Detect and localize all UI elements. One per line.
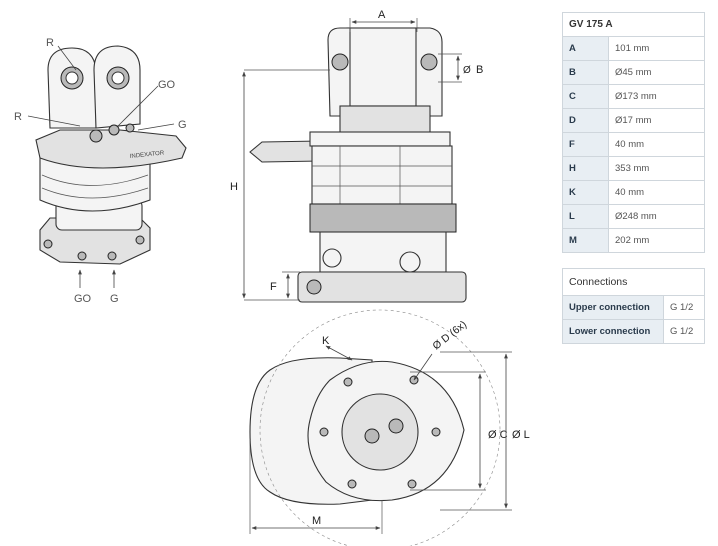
label-g-bottom: G (110, 293, 119, 305)
spec-key: M (562, 228, 609, 253)
spec-key: K (562, 180, 609, 205)
side-view: H A Ø B F (230, 9, 483, 303)
dim-label-f: F (270, 281, 277, 293)
dim-label-a: A (378, 9, 386, 21)
label-g-right: G (178, 119, 187, 131)
dim-label-k: K (322, 335, 330, 347)
brand-text: INDEXATOR (130, 150, 166, 160)
dim-label-d: Ø D (6x) (430, 318, 469, 352)
connection-key: Lower connection (562, 319, 664, 344)
dim-label-l: Ø L (512, 429, 530, 441)
spec-key: D (562, 108, 609, 133)
dim-label-c: Ø C (488, 429, 508, 441)
spec-value: Ø248 mm (608, 204, 705, 229)
connection-value: G 1/2 (663, 319, 705, 344)
spec-value: 40 mm (608, 132, 705, 157)
label-r-top: R (46, 37, 54, 49)
spec-value: Ø173 mm (608, 84, 705, 109)
dim-label-b: B (476, 64, 483, 76)
spec-key: A (562, 36, 609, 61)
spec-key: H (562, 156, 609, 181)
spec-value: Ø45 mm (608, 60, 705, 85)
connection-key: Upper connection (562, 295, 664, 320)
spec-key: C (562, 84, 609, 109)
spec-value: 353 mm (608, 156, 705, 181)
diameter-symbol-b: Ø (463, 65, 471, 76)
spec-table-title: GV 175 A (562, 12, 705, 37)
spec-value: 202 mm (608, 228, 705, 253)
connection-value: G 1/2 (663, 295, 705, 320)
dim-label-h: H (230, 181, 238, 193)
spec-value: Ø17 mm (608, 108, 705, 133)
spec-key: L (562, 204, 609, 229)
label-r-left: R (14, 111, 22, 123)
spec-key: B (562, 60, 609, 85)
spec-key: F (562, 132, 609, 157)
dim-label-m: M (312, 515, 321, 527)
spec-value: 101 mm (608, 36, 705, 61)
isometric-view: INDEXATOR R R GO G GO G (14, 37, 187, 305)
top-view: Ø C Ø L M K Ø D (6x) (249, 309, 530, 546)
spec-value: 40 mm (608, 180, 705, 205)
label-go-right: GO (158, 79, 176, 91)
label-go-bottom: GO (74, 293, 92, 305)
connections-table-title: Connections (562, 268, 705, 296)
